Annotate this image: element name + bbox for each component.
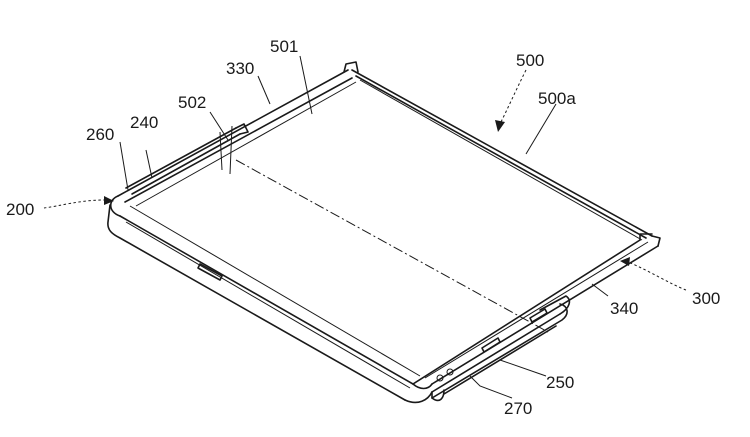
label-502: 502 <box>178 93 206 112</box>
label-270: 270 <box>504 399 532 418</box>
leaders <box>43 55 687 399</box>
label-260: 260 <box>86 125 114 144</box>
label-340: 340 <box>610 299 638 318</box>
label-200: 200 <box>6 200 34 219</box>
label-501: 501 <box>270 37 298 56</box>
housing-200 <box>107 69 433 404</box>
label-500a: 500a <box>538 89 576 108</box>
label-240: 240 <box>130 113 158 132</box>
housing-300 <box>412 239 659 402</box>
label-250: 250 <box>546 373 574 392</box>
reference-labels: 200 260 240 502 330 501 500 500a 300 340… <box>6 37 720 418</box>
label-330: 330 <box>226 59 254 78</box>
label-500: 500 <box>516 51 544 70</box>
display-500 <box>125 61 661 377</box>
label-300: 300 <box>692 289 720 308</box>
